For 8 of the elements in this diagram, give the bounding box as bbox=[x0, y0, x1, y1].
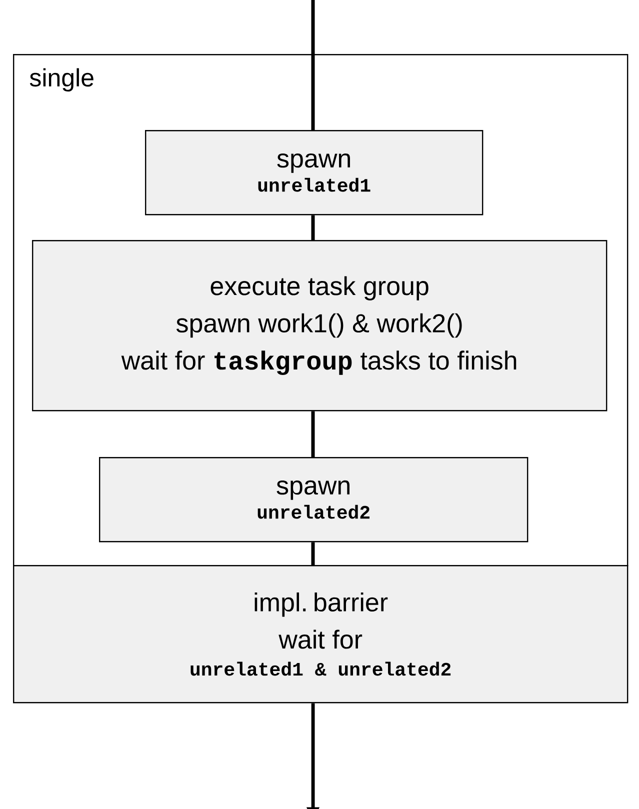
process-box: impl. barrier wait for unrelated1 & unrelated2 bbox=[13, 565, 628, 704]
connector-line bbox=[311, 0, 315, 130]
connector-line bbox=[311, 215, 315, 240]
process-box: execute task group spawn work1() & work2() wait for taskgroup tasks to finish bbox=[32, 240, 608, 412]
process-box: spawn unrelated2 bbox=[99, 457, 528, 542]
process-box: spawn unrelated1 bbox=[145, 130, 484, 216]
connector-line bbox=[311, 542, 315, 565]
connector-line bbox=[311, 411, 315, 457]
